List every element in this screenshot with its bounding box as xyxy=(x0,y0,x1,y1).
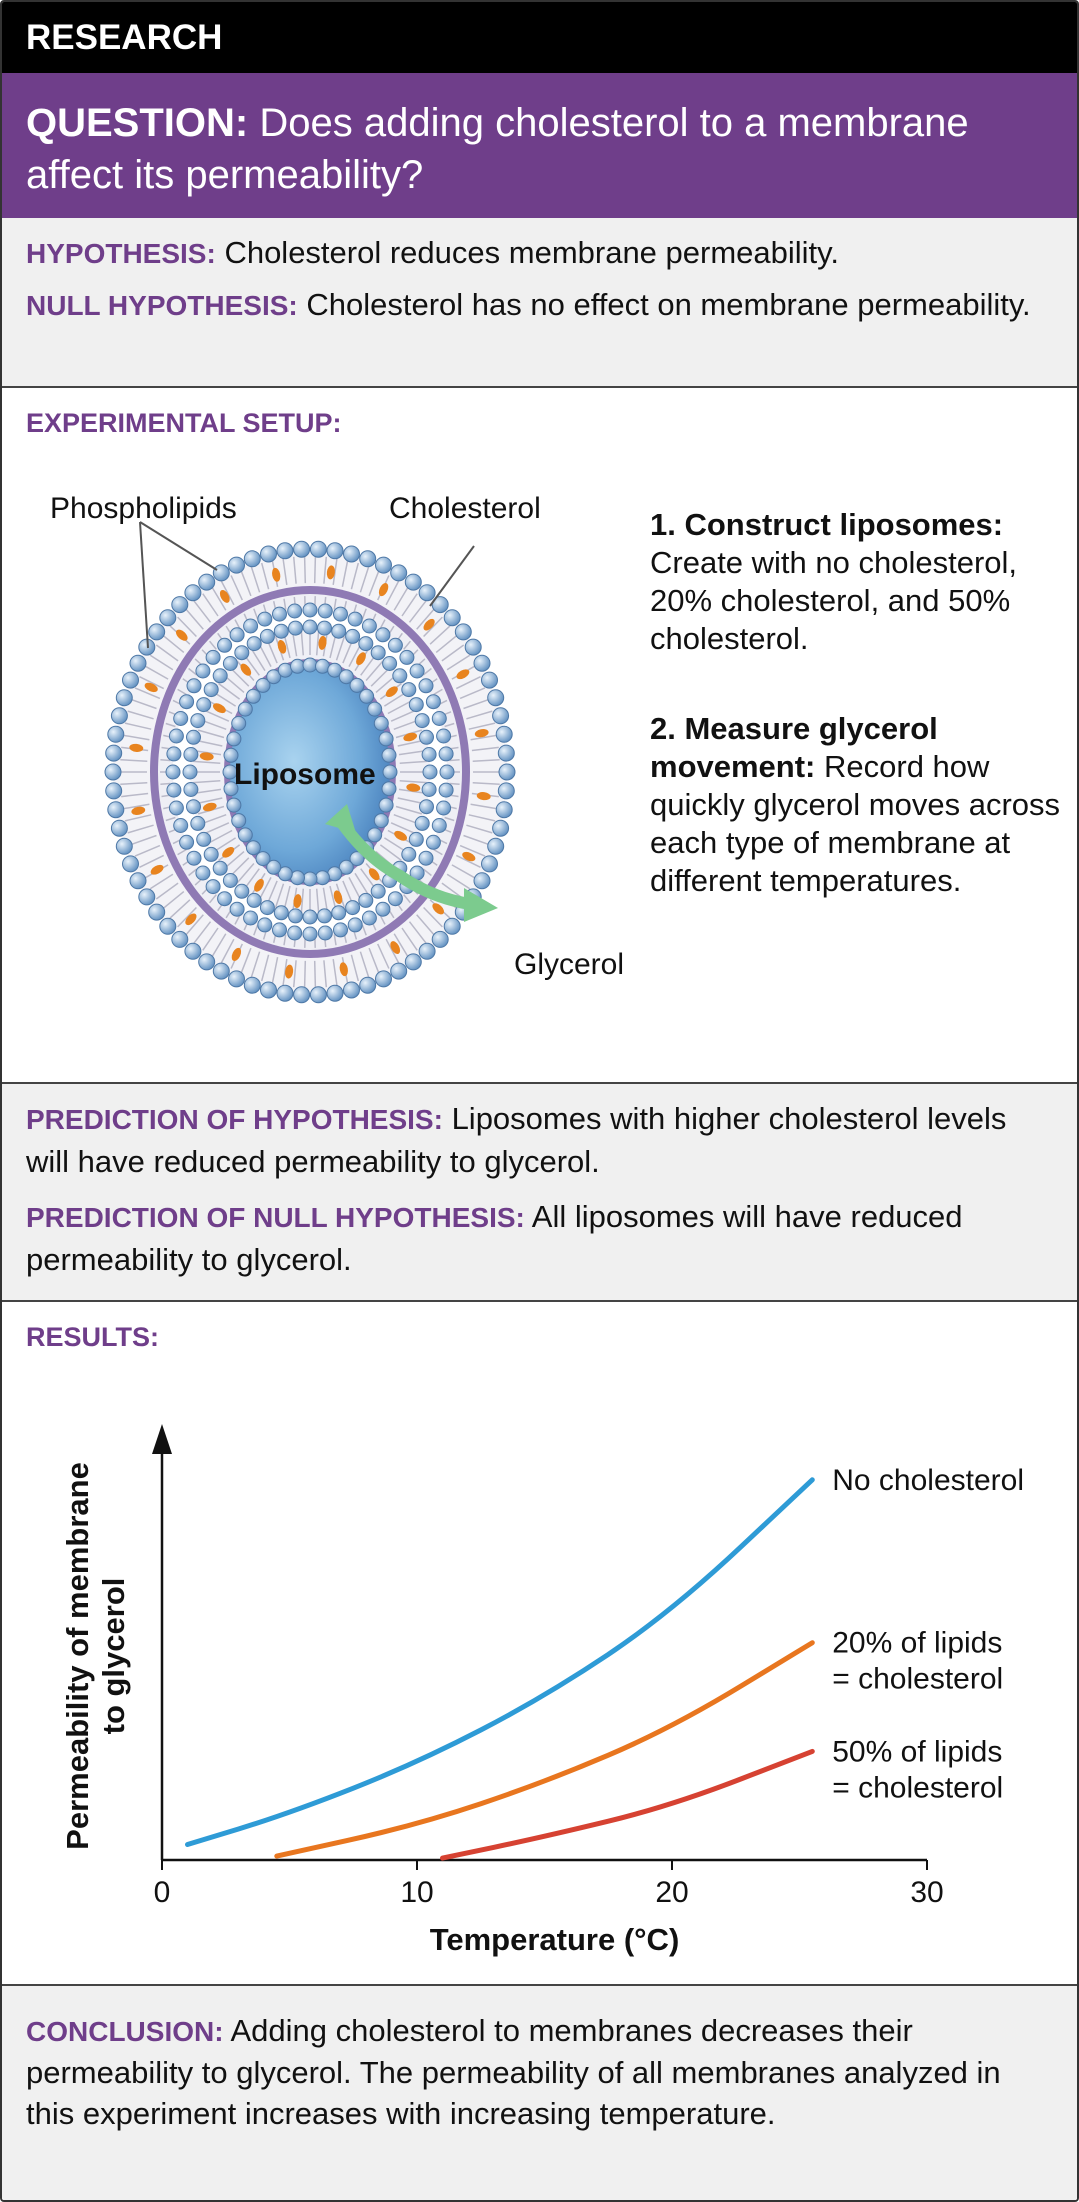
step-construct: 1. Construct liposomes: Create with no c… xyxy=(650,506,1070,658)
series-line-1 xyxy=(274,1640,815,1859)
series-label-1: 20% of lipids xyxy=(832,1627,1002,1660)
x-tick-label: 0 xyxy=(154,1876,171,1909)
series-line-2 xyxy=(440,1748,815,1861)
x-tick-label: 20 xyxy=(655,1876,688,1909)
hypothesis-text: Cholesterol reduces membrane permeabilit… xyxy=(224,235,839,270)
series-label-2: 50% of lipids xyxy=(832,1735,1002,1768)
series-label-0: No cholesterol xyxy=(832,1464,1024,1497)
divider xyxy=(2,1984,1077,1986)
x-tick-label: 10 xyxy=(400,1876,433,1909)
y-axis-arrow xyxy=(152,1424,172,1454)
banner: RESEARCH xyxy=(2,2,1077,73)
phospholipids-label: Phospholipids xyxy=(50,492,237,525)
series-label-1: = cholesterol xyxy=(832,1663,1003,1696)
liposome-label: Liposome xyxy=(234,758,376,791)
step1-text: Create with no cholesterol, 20% choleste… xyxy=(650,545,1018,656)
prediction-label: PREDICTION OF HYPOTHESIS: xyxy=(26,1104,443,1135)
x-axis-label: Temperature (°C) xyxy=(430,1922,680,1957)
step-measure: 2. Measure glycerol movement: Record how… xyxy=(650,710,1070,900)
y-axis-label-line1: Permeability of membrane xyxy=(60,1462,95,1850)
prediction-text: Liposomes with higher cholesterol levels… xyxy=(26,1101,1007,1179)
results-title: RESULTS: xyxy=(26,1322,159,1352)
question-text: Does adding cholesterol to a membrane af… xyxy=(26,101,969,197)
null-hypothesis-label: NULL HYPOTHESIS: xyxy=(26,290,298,321)
step1-title: 1. Construct liposomes: xyxy=(650,507,1004,542)
series-line-0 xyxy=(185,1477,815,1847)
divider xyxy=(2,1300,1077,1302)
null-hypothesis-text: Cholesterol has no effect on membrane pe… xyxy=(306,287,1031,322)
conclusion-label: CONCLUSION: xyxy=(26,2016,224,2047)
glycerol-label: Glycerol xyxy=(514,948,624,981)
series-label-2: = cholesterol xyxy=(832,1771,1003,1804)
hypothesis-label: HYPOTHESIS: xyxy=(26,238,216,269)
question-panel: QUESTION: Does adding cholesterol to a m… xyxy=(2,73,1077,218)
step2-text: Record how quickly glycerol moves across… xyxy=(650,749,1061,898)
conclusion-text: Adding cholesterol to membranes decrease… xyxy=(26,2013,1001,2131)
liposome-diagram: Phospholipids Cholesterol Liposome Glyce… xyxy=(50,492,624,1004)
step2-title: 2. Measure glycerol movement: xyxy=(650,711,938,784)
divider xyxy=(2,1082,1077,1084)
null-prediction-label: PREDICTION OF NULL HYPOTHESIS: xyxy=(26,1202,525,1233)
x-tick-label: 30 xyxy=(910,1876,943,1909)
hypothesis-section: HYPOTHESIS: Cholesterol reduces membrane… xyxy=(2,218,1077,386)
y-axis-label-line2: to glycerol xyxy=(96,1578,131,1735)
question-label: QUESTION: xyxy=(26,101,249,145)
setup-title: EXPERIMENTAL SETUP: xyxy=(26,408,342,438)
cholesterol-label: Cholesterol xyxy=(389,492,541,525)
conclusion-section: CONCLUSION: Adding cholesterol to membra… xyxy=(2,1986,1077,2200)
null-prediction-text: All liposomes will have reduced permeabi… xyxy=(26,1199,963,1277)
divider xyxy=(2,386,1077,388)
prediction-section: PREDICTION OF HYPOTHESIS: Liposomes with… xyxy=(2,1084,1077,1300)
setup-section: EXPERIMENTAL SETUP: xyxy=(2,388,1077,1082)
